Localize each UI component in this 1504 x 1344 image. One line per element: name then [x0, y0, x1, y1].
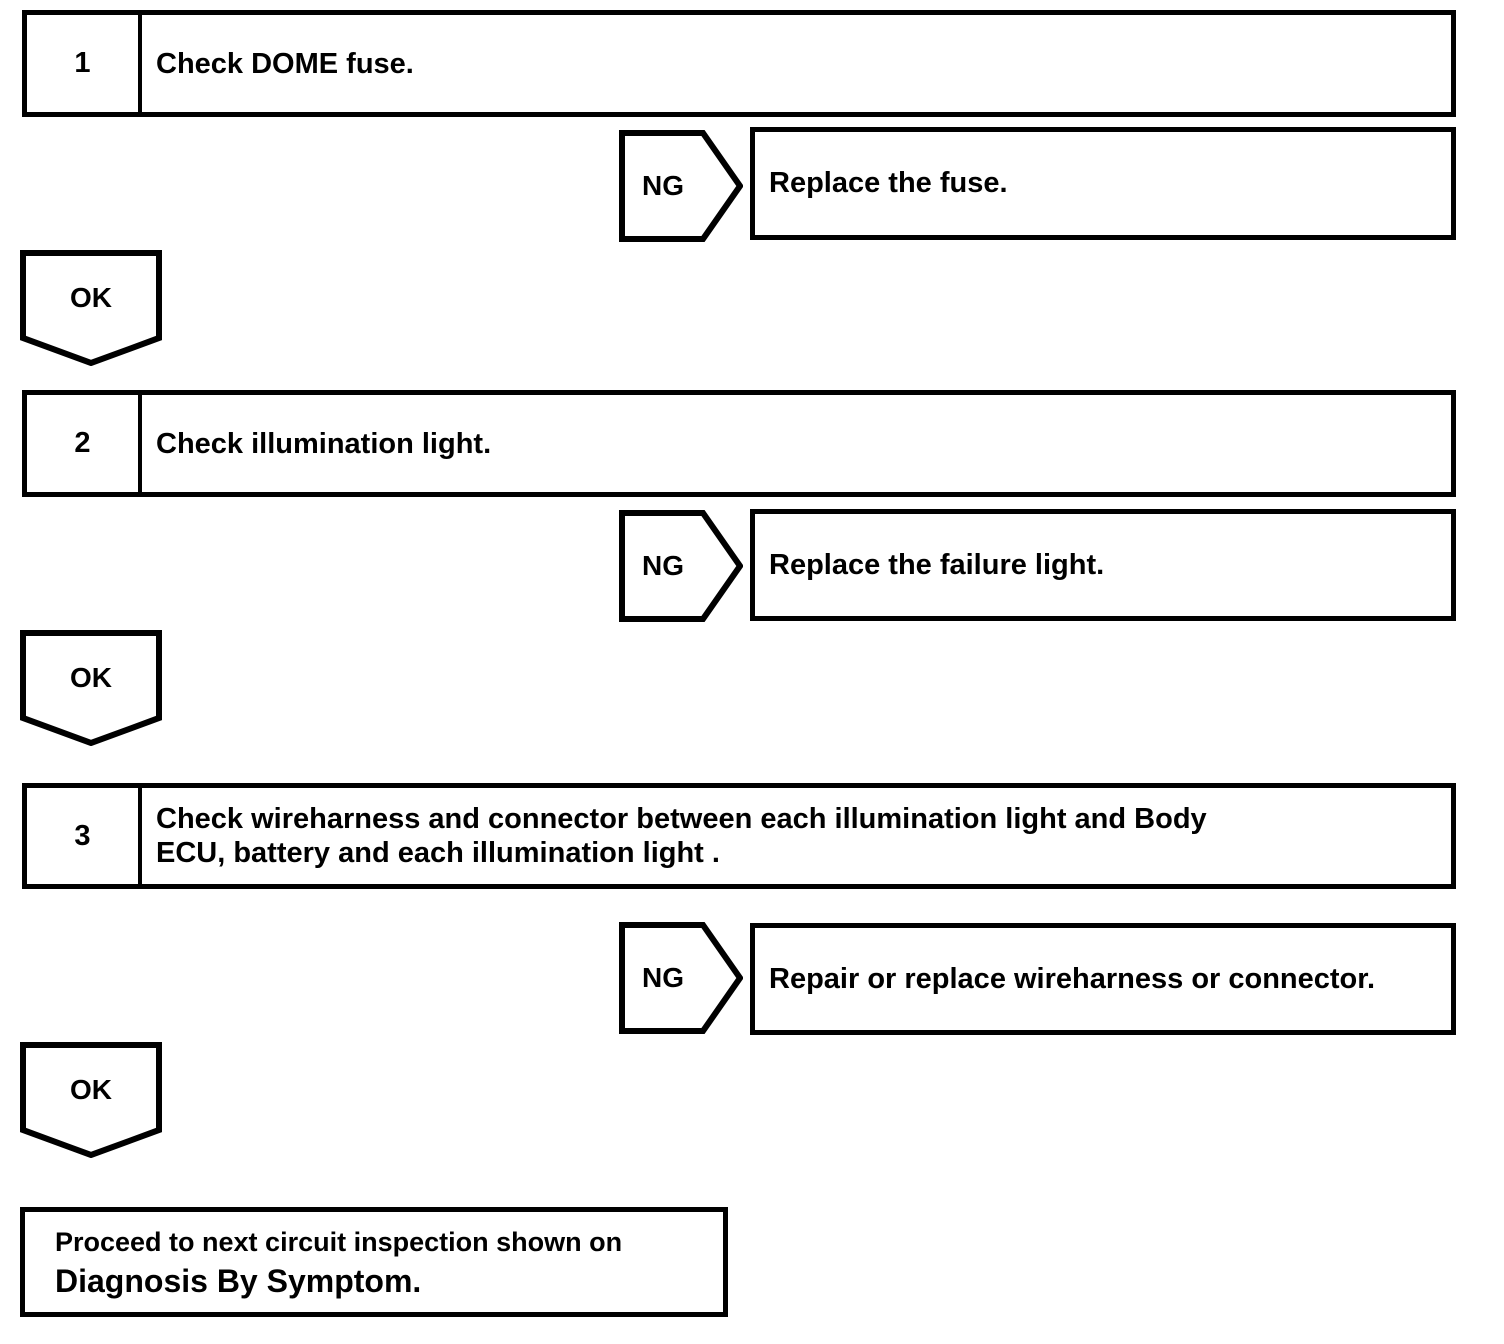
pentagon-down-arrow-icon [20, 250, 162, 366]
ng-connector-1: NG [619, 130, 743, 242]
step-2-title: Check illumination light. [142, 395, 1451, 492]
ng-label-3: NG [642, 962, 684, 993]
ok-label-2: OK [70, 662, 112, 693]
ok-connector-2: OK [20, 630, 162, 746]
ng-result-text-2: Replace the failure light. [769, 548, 1105, 581]
ng-label-2: NG [642, 550, 684, 581]
step-3-title-line-1: Check wireharness and connector between … [156, 803, 1207, 835]
final-instruction-line-1: Proceed to next circuit inspection shown… [55, 1226, 623, 1257]
step-1-title: Check DOME fuse. [142, 15, 1451, 112]
pentagon-right-arrow-icon [619, 510, 743, 622]
step-3-title-line-2: ECU, battery and each illumination light… [156, 837, 720, 869]
ng-result-box-2: Replace the failure light. [750, 509, 1456, 621]
step-3-title: Check wireharness and connector between … [142, 788, 1451, 884]
step-2-number: 2 [27, 395, 142, 492]
ng-connector-3: NG [619, 922, 743, 1034]
ok-connector-3: OK [20, 1042, 162, 1158]
final-instruction-line-2: Diagnosis By Symptom. [55, 1262, 422, 1299]
pentagon-down-arrow-icon [20, 630, 162, 746]
final-instruction-box: Proceed to next circuit inspection shown… [20, 1207, 728, 1317]
ng-result-text-1: Replace the fuse. [769, 167, 1008, 199]
ng-result-box-1: Replace the fuse. [750, 127, 1456, 240]
ok-label-3: OK [70, 1074, 112, 1105]
pentagon-down-arrow-icon [20, 1042, 162, 1158]
pentagon-right-arrow-icon [619, 922, 743, 1034]
step-1-box: 1 Check DOME fuse. [22, 10, 1456, 117]
step-2-box: 2 Check illumination light. [22, 390, 1456, 497]
step-3-box: 3 Check wireharness and connector betwee… [22, 783, 1456, 889]
step-3-number: 3 [27, 788, 142, 884]
ok-connector-1: OK [20, 250, 162, 366]
ok-label-1: OK [70, 282, 112, 313]
ng-connector-2: NG [619, 510, 743, 622]
step-1-title-line-1: Check DOME fuse. [156, 47, 414, 80]
ng-result-text-3: Repair or replace wireharness or connect… [769, 962, 1376, 995]
ng-result-box-3: Repair or replace wireharness or connect… [750, 923, 1456, 1035]
ng-label-1: NG [642, 170, 684, 201]
step-1-number: 1 [27, 15, 142, 112]
step-2-title-line-1: Check illumination light. [156, 427, 492, 460]
pentagon-right-arrow-icon [619, 130, 743, 242]
